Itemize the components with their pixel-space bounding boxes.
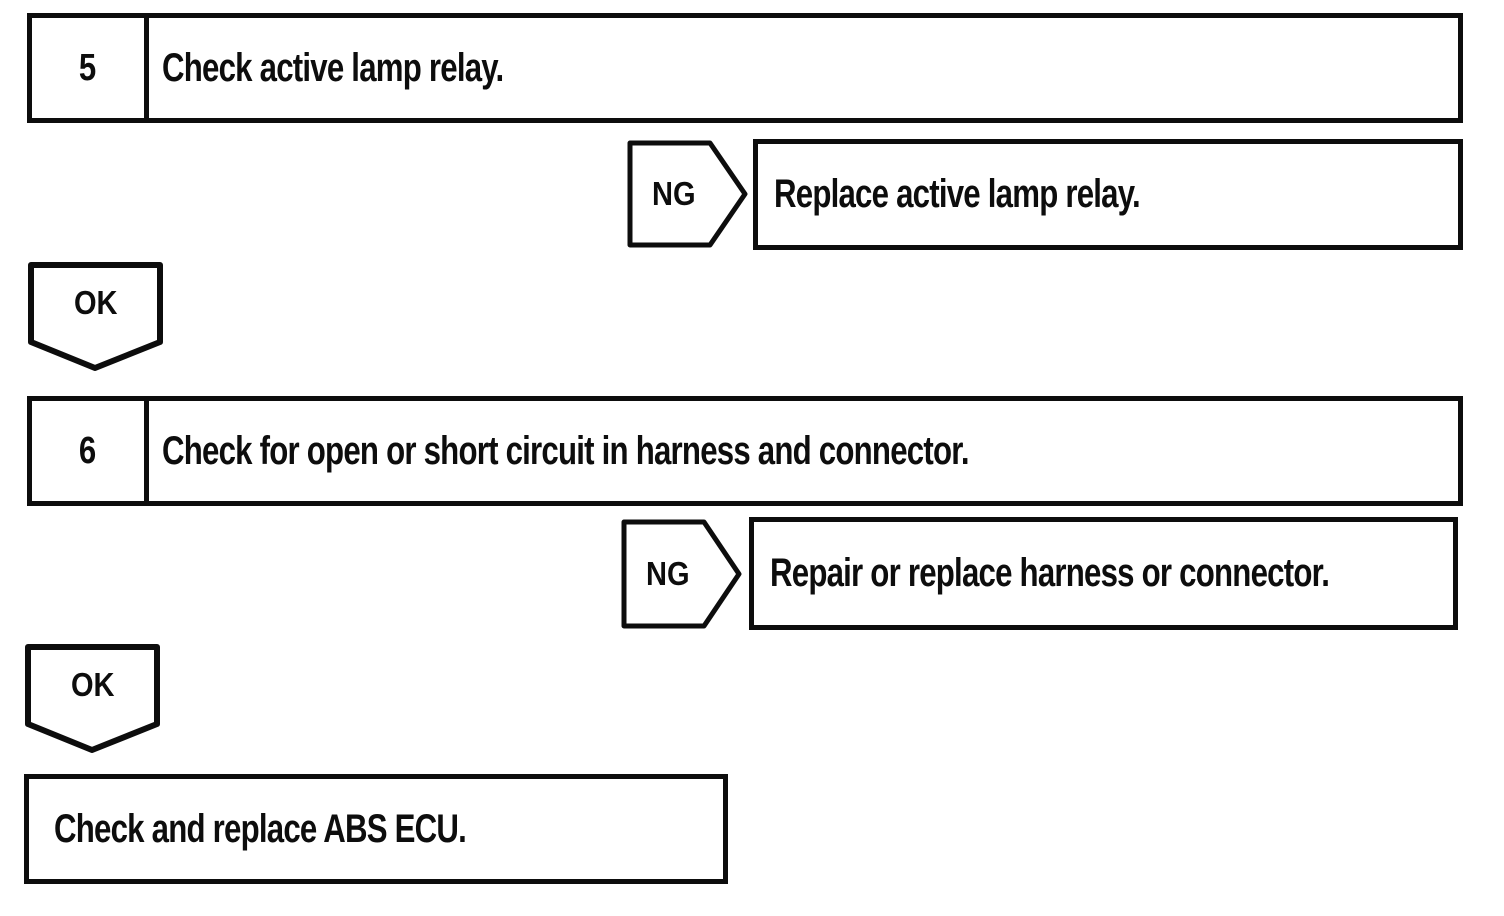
step-instruction-cell-5: Check active lamp relay.	[149, 46, 1458, 91]
ng-action-box-1: Replace active lamp relay.	[753, 139, 1463, 250]
final-action-box: Check and replace ABS ECU.	[24, 774, 728, 884]
ok-connector-1: OK	[27, 262, 164, 371]
step-number-cell-5: 5	[32, 18, 149, 118]
ng-arrow-icon	[621, 519, 742, 629]
ok-label-2: OK	[70, 666, 115, 704]
step-number-5: 5	[79, 46, 97, 89]
final-action-text: Check and replace ABS ECU.	[54, 806, 467, 851]
ng-action-text-1: Replace active lamp relay.	[774, 172, 1141, 216]
step-box-6: 6 Check for open or short circuit in har…	[27, 396, 1463, 506]
step-box-5: 5 Check active lamp relay.	[27, 13, 1463, 123]
step-instruction-5: Check active lamp relay.	[162, 45, 504, 90]
ng-label-1: NG	[652, 175, 696, 212]
ng-action-box-2: Repair or replace harness or connector.	[749, 517, 1458, 630]
ng-action-text-2: Repair or replace harness or connector.	[770, 551, 1330, 595]
ok-arrow-icon	[28, 262, 163, 371]
ng-connector-2: NG	[621, 519, 742, 629]
step-instruction-cell-6: Check for open or short circuit in harne…	[149, 429, 1458, 474]
ok-label-1: OK	[73, 284, 118, 322]
ng-label-2: NG	[646, 555, 690, 592]
ng-connector-1: NG	[627, 140, 748, 248]
ng-arrow-icon	[627, 140, 748, 248]
ok-connector-2: OK	[24, 644, 161, 753]
ok-arrow-icon	[25, 644, 160, 753]
step-number-cell-6: 6	[32, 401, 149, 501]
step-instruction-6: Check for open or short circuit in harne…	[162, 428, 970, 473]
step-number-6: 6	[79, 429, 97, 472]
